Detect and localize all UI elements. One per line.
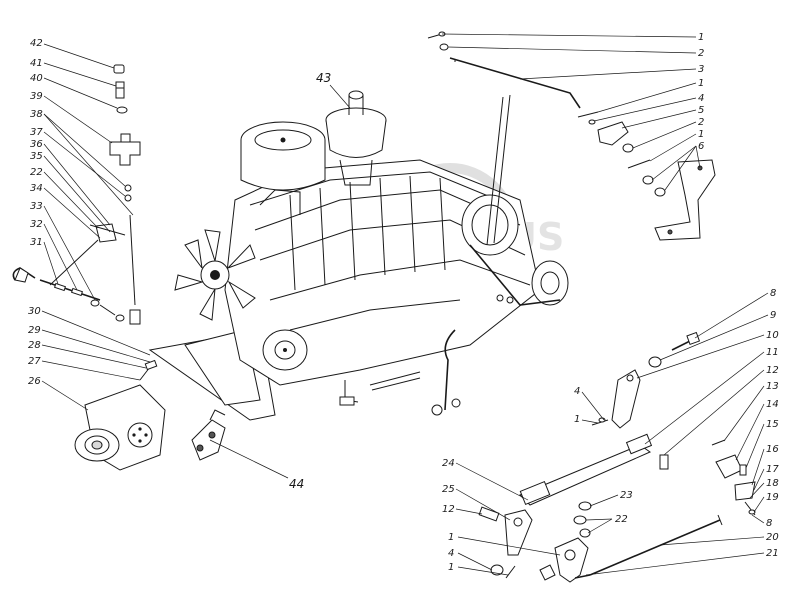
- callout-1-c: 1: [698, 129, 704, 140]
- callout-12-a: 12: [766, 365, 779, 376]
- engine-assembly: [148, 90, 569, 421]
- callout-37: 37: [30, 127, 43, 138]
- callout-25: 25: [442, 484, 455, 495]
- callout-28: 28: [28, 340, 41, 351]
- callout-20: 20: [766, 532, 779, 543]
- cooling-fan: [174, 229, 256, 321]
- callout-34: 34: [30, 183, 43, 194]
- callout-6: 6: [698, 141, 704, 152]
- callout-10: 10: [766, 330, 779, 341]
- callout-39: 39: [30, 91, 43, 102]
- callout-12-b: 12: [442, 504, 455, 515]
- callout-1-e: 1: [448, 532, 454, 543]
- throttle-linkage-lower: [478, 331, 756, 583]
- callout-22: 22: [615, 514, 628, 525]
- tube: [444, 329, 456, 411]
- callout-35: 35: [30, 151, 43, 162]
- left-small-parts: [12, 64, 141, 325]
- callout-26: 26: [28, 376, 41, 387]
- callout-41: 41: [30, 58, 43, 69]
- engine-block: [224, 159, 541, 386]
- callout-19: 19: [766, 492, 779, 503]
- callout-4-c: 4: [448, 548, 454, 559]
- callout-36: 36: [30, 139, 43, 150]
- callout-40: 40: [30, 73, 43, 84]
- callout-9: 9: [770, 310, 776, 321]
- callout-8-a: 8: [770, 288, 776, 299]
- alternator: [461, 194, 569, 306]
- pump-26: [74, 359, 166, 471]
- callout-2-a: 2: [698, 48, 704, 59]
- bracket-44: [191, 409, 226, 461]
- callout-8-b: 8: [766, 518, 772, 529]
- callout-38: 38: [30, 109, 43, 120]
- callout-27: 27: [28, 356, 41, 367]
- callout-3: 3: [698, 64, 704, 75]
- callout-21: 21: [766, 548, 779, 559]
- callout-2-b: 2: [698, 117, 704, 128]
- throttle-linkage-upper: [427, 31, 716, 246]
- callout-1-f: 1: [448, 562, 454, 573]
- callout-4-b: 4: [574, 386, 580, 397]
- callout-31: 31: [30, 237, 43, 248]
- leader-lines: [41, 33, 769, 576]
- canister-43: [325, 90, 387, 186]
- callout-4-a: 4: [698, 93, 704, 104]
- callout-1-a: 1: [698, 32, 704, 43]
- callout-5: 5: [698, 105, 704, 116]
- callout-1-b: 1: [698, 78, 704, 89]
- callout-11: 11: [766, 347, 779, 358]
- callout-15: 15: [766, 419, 779, 430]
- front-pulley: [262, 329, 308, 371]
- callout-17: 17: [766, 464, 779, 475]
- callout-18: 18: [766, 478, 779, 489]
- callout-29: 29: [28, 325, 41, 336]
- callout-33: 33: [30, 201, 43, 212]
- callout-1-d: 1: [574, 414, 580, 425]
- callout-labels: 42 41 40 39 38 37 36 35 22 34 33 32 31 3…: [28, 32, 779, 573]
- callout-23: 23: [620, 490, 633, 501]
- callout-42: 42: [30, 38, 43, 49]
- callout-16: 16: [766, 444, 779, 455]
- callout-22-left: 22: [30, 167, 43, 178]
- callout-30: 30: [28, 306, 41, 317]
- air-filter: [240, 121, 326, 215]
- callout-24: 24: [442, 458, 455, 469]
- callout-13: 13: [766, 381, 779, 392]
- callout-14: 14: [766, 399, 779, 410]
- callout-32: 32: [30, 219, 43, 230]
- callout-44: 44: [289, 477, 304, 491]
- callout-43: 43: [316, 71, 331, 85]
